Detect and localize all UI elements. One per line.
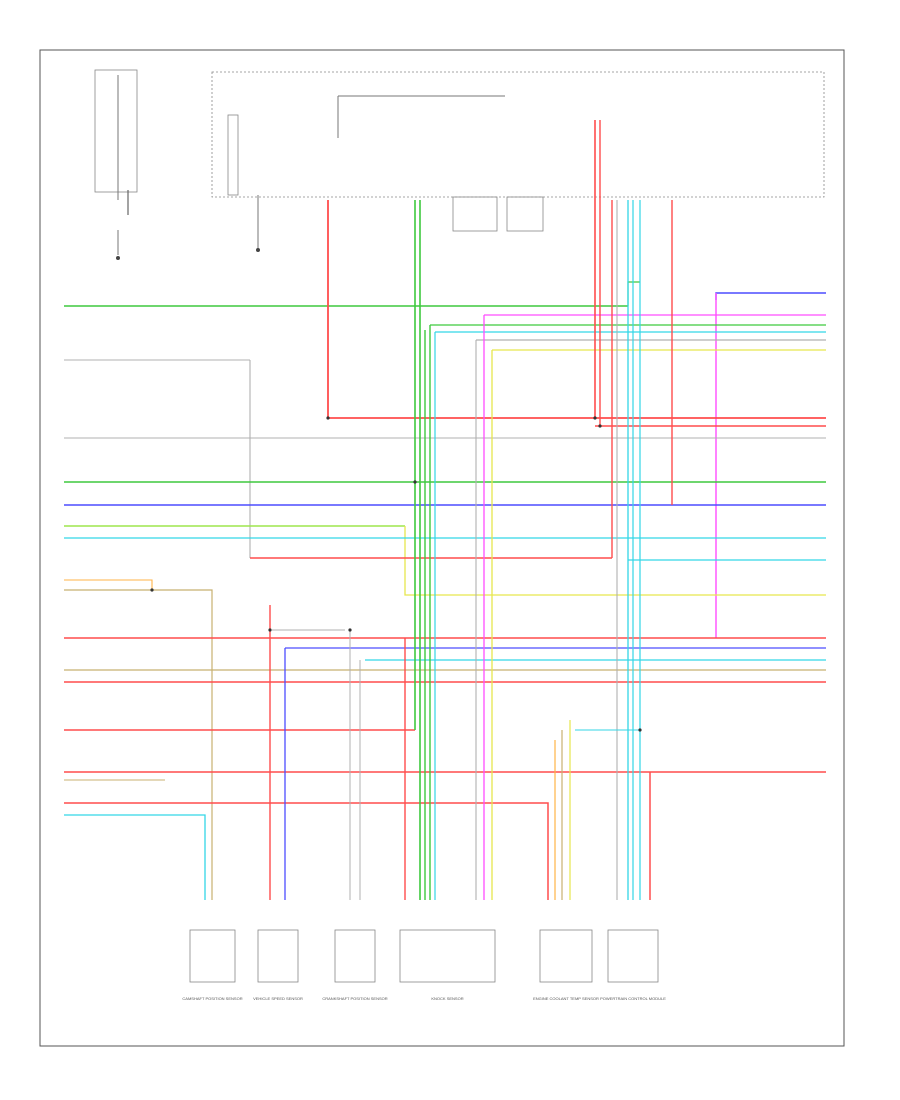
wire-red-803 bbox=[64, 802, 549, 900]
connector-box bbox=[257, 929, 299, 983]
connector-layer: CAMSHAFT POSITION SENSOR VEHICLE SPEED SE… bbox=[182, 929, 666, 1001]
wire-junction-dot bbox=[638, 728, 642, 732]
top-main-box bbox=[211, 71, 825, 252]
wire-junction-dot bbox=[413, 480, 417, 484]
connector-c2: VEHICLE SPEED SENSOR bbox=[253, 929, 303, 1001]
wire-junction-dot bbox=[326, 416, 330, 420]
wire-junction-dot bbox=[150, 588, 154, 592]
connector-c1: CAMSHAFT POSITION SENSOR bbox=[182, 929, 243, 1001]
connector-box bbox=[189, 929, 236, 983]
wire-junction-dot bbox=[348, 628, 352, 632]
connector-label: CRANKSHAFT POSITION SENSOR bbox=[322, 996, 387, 1001]
wire-layer bbox=[64, 120, 826, 900]
connector-c5: ENGINE COOLANT TEMP SENSOR bbox=[533, 929, 599, 1001]
connector-c3: CRANKSHAFT POSITION SENSOR bbox=[322, 929, 388, 1001]
connector-box bbox=[607, 929, 659, 983]
connector-box bbox=[334, 929, 376, 983]
connector-label: CAMSHAFT POSITION SENSOR bbox=[182, 996, 242, 1001]
connector-c6: POWERTRAIN CONTROL MODULE bbox=[600, 929, 666, 1001]
wire-tan bbox=[150, 589, 213, 900]
wire-green-top bbox=[627, 281, 640, 306]
connector-label: POWERTRAIN CONTROL MODULE bbox=[600, 996, 666, 1001]
connector-box bbox=[539, 929, 593, 983]
connector-c4: KNOCK SENSOR bbox=[399, 929, 496, 1001]
wire-cyan-815 bbox=[64, 814, 206, 900]
wire-junction-dot bbox=[598, 424, 602, 428]
connector-label: ENGINE COOLANT TEMP SENSOR bbox=[533, 996, 599, 1001]
connector-box bbox=[399, 929, 496, 983]
connector-label: KNOCK SENSOR bbox=[431, 996, 463, 1001]
wire-orange bbox=[64, 579, 153, 590]
wire-blue-top bbox=[715, 292, 826, 300]
wire-junction-dot bbox=[268, 628, 272, 632]
connector-label: VEHICLE SPEED SENSOR bbox=[253, 996, 303, 1001]
diagram-frame bbox=[39, 49, 845, 1047]
top-left-box bbox=[94, 69, 138, 260]
wire-yellow-mid bbox=[404, 526, 826, 596]
wire-junction-dot bbox=[593, 416, 597, 420]
